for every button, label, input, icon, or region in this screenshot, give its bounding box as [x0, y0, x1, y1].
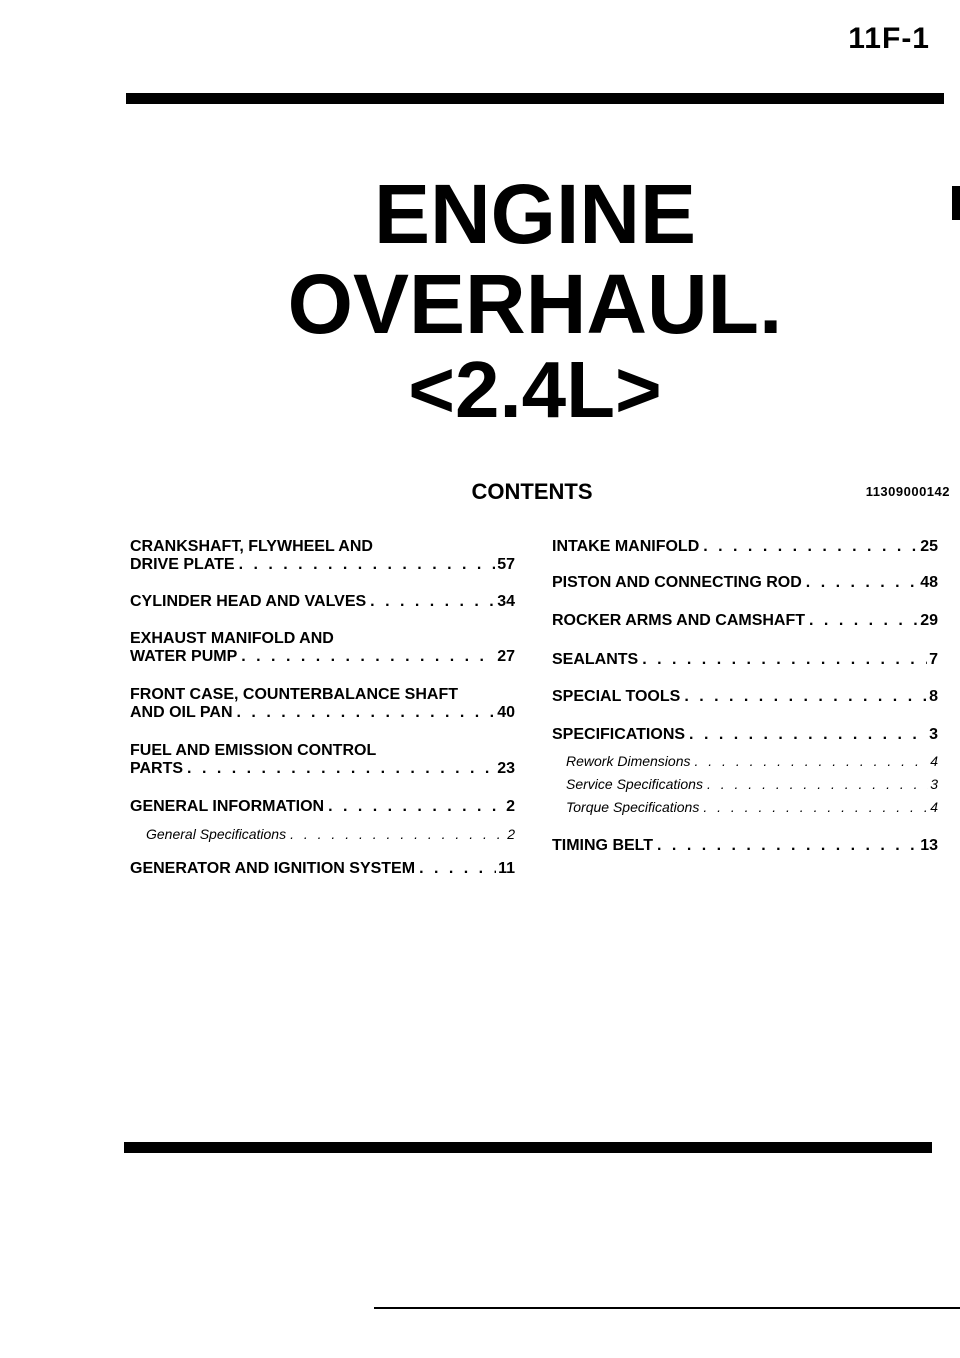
toc-entry-exhaust-manifold[interactable]: EXHAUST MANIFOLD AND WATER PUMP27	[130, 630, 515, 666]
toc-entry-piston-rod[interactable]: PISTON AND CONNECTING ROD48	[552, 574, 938, 592]
toc-line: SEALANTS7	[552, 651, 938, 669]
toc-entry-general-information[interactable]: GENERAL INFORMATION2	[130, 798, 515, 816]
leader-dots	[690, 753, 928, 769]
toc-line: GENERATOR AND IGNITION SYSTEM11	[130, 860, 515, 878]
edge-tab-mark	[952, 186, 960, 220]
leader-dots	[286, 826, 505, 842]
toc-entry-service-specifications[interactable]: Service Specifications3	[566, 776, 938, 792]
leader-dots	[237, 648, 495, 666]
toc-page: 48	[920, 574, 938, 591]
leader-dots	[802, 574, 918, 592]
bottom-rule	[124, 1142, 932, 1153]
toc-line: FUEL AND EMISSION CONTROL	[130, 742, 377, 759]
toc-line: CRANKSHAFT, FLYWHEEL AND	[130, 538, 373, 555]
top-rule	[126, 93, 944, 104]
toc-line: CYLINDER HEAD AND VALVES34	[130, 593, 515, 611]
toc-page: 29	[920, 612, 938, 629]
toc-line: General Specifications2	[146, 826, 515, 842]
document-code: 11309000142	[865, 484, 950, 499]
leader-dots	[324, 798, 504, 816]
title-overhaul: OVERHAUL.	[287, 257, 783, 351]
toc-page: 40	[497, 704, 515, 721]
toc-page: 11	[498, 860, 515, 877]
toc-entry-intake-manifold[interactable]: INTAKE MANIFOLD25	[552, 538, 938, 556]
toc-line: Torque Specifications4	[566, 799, 938, 815]
toc-page: 2	[507, 826, 515, 842]
leader-dots	[638, 651, 927, 669]
toc-line: WATER PUMP27	[130, 648, 515, 666]
toc-entry-general-specifications[interactable]: General Specifications2	[146, 826, 515, 842]
toc-line: Rework Dimensions4	[566, 753, 938, 769]
leader-dots	[183, 760, 495, 778]
title-engine-size: <2.4L>	[408, 345, 662, 434]
page-number: 11F-1	[848, 22, 930, 55]
toc-page: 27	[497, 648, 515, 665]
toc-page: 34	[497, 593, 515, 610]
toc-entry-front-case[interactable]: FRONT CASE, COUNTERBALANCE SHAFT AND OIL…	[130, 686, 515, 722]
toc-page: 7	[929, 651, 938, 668]
toc-page: 2	[506, 798, 515, 815]
toc-entry-sealants[interactable]: SEALANTS7	[552, 651, 938, 669]
toc-line: INTAKE MANIFOLD25	[552, 538, 938, 556]
toc-entry-timing-belt[interactable]: TIMING BELT13	[552, 837, 938, 855]
leader-dots	[235, 556, 496, 574]
toc-line: GENERAL INFORMATION2	[130, 798, 515, 816]
leader-dots	[653, 837, 918, 855]
title-engine: ENGINE	[373, 167, 697, 261]
leader-dots	[680, 688, 927, 706]
contents-heading: CONTENTS	[471, 479, 593, 504]
toc-entry-generator-ignition[interactable]: GENERATOR AND IGNITION SYSTEM11	[130, 860, 515, 878]
toc-entry-cylinder-head[interactable]: CYLINDER HEAD AND VALVES34	[130, 593, 515, 611]
leader-dots	[233, 704, 496, 722]
toc-line: PISTON AND CONNECTING ROD48	[552, 574, 938, 592]
toc-entry-crankshaft[interactable]: CRANKSHAFT, FLYWHEEL AND DRIVE PLATE57	[130, 538, 515, 574]
leader-dots	[805, 612, 918, 630]
toc-entry-torque-specifications[interactable]: Torque Specifications4	[566, 799, 938, 815]
toc-page: 13	[920, 837, 938, 854]
leader-dots	[699, 799, 928, 815]
toc-line: DRIVE PLATE57	[130, 556, 515, 574]
toc-line: Service Specifications3	[566, 776, 938, 792]
toc-line: ROCKER ARMS AND CAMSHAFT29	[552, 612, 938, 630]
toc-page: 57	[497, 556, 515, 573]
toc-entry-fuel-emission[interactable]: FUEL AND EMISSION CONTROL PARTS23	[130, 742, 515, 778]
toc-page: 23	[497, 760, 515, 777]
toc-entry-specifications[interactable]: SPECIFICATIONS3	[552, 726, 938, 744]
leader-dots	[415, 860, 496, 878]
toc-line: SPECIAL TOOLS8	[552, 688, 938, 706]
toc-entry-rocker-arms[interactable]: ROCKER ARMS AND CAMSHAFT29	[552, 612, 938, 630]
toc-line: FRONT CASE, COUNTERBALANCE SHAFT	[130, 686, 458, 703]
toc-page: 4	[930, 753, 938, 769]
toc-line: TIMING BELT13	[552, 837, 938, 855]
toc-page: 3	[929, 726, 938, 743]
toc-line: EXHAUST MANIFOLD AND	[130, 630, 334, 647]
toc-page: 4	[930, 799, 938, 815]
toc-entry-special-tools[interactable]: SPECIAL TOOLS8	[552, 688, 938, 706]
leader-dots	[366, 593, 495, 611]
toc-entry-rework-dimensions[interactable]: Rework Dimensions4	[566, 753, 938, 769]
toc-page: 25	[920, 538, 938, 555]
footer-rule	[374, 1307, 960, 1309]
leader-dots	[703, 776, 928, 792]
leader-dots	[685, 726, 927, 744]
toc-line: PARTS23	[130, 760, 515, 778]
toc-page: 3	[930, 776, 938, 792]
toc-page: 8	[929, 688, 938, 705]
toc-line: SPECIFICATIONS3	[552, 726, 938, 744]
leader-dots	[699, 538, 918, 556]
toc-line: AND OIL PAN40	[130, 704, 515, 722]
